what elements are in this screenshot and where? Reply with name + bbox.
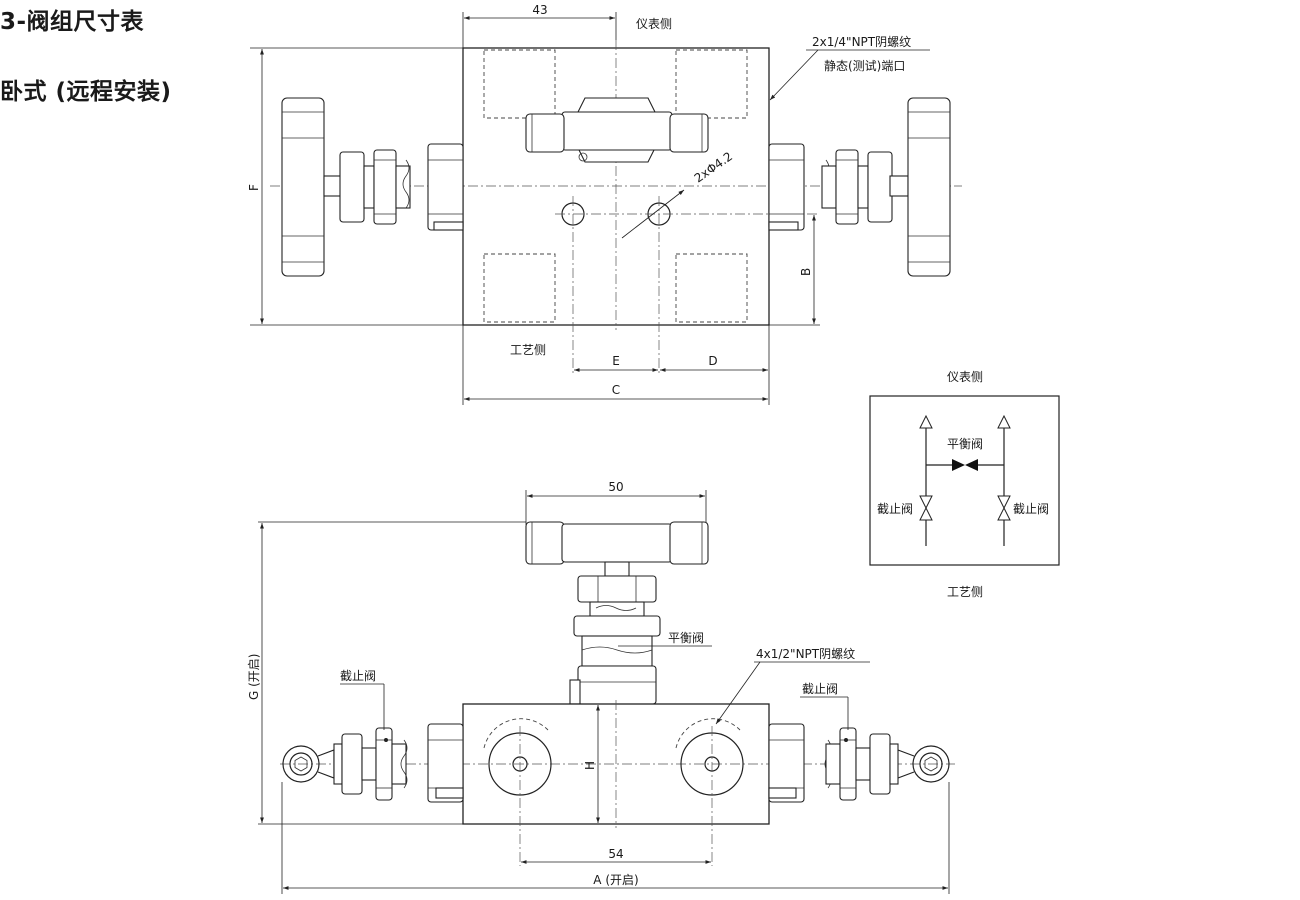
schematic-stop-valve-left xyxy=(919,495,933,521)
schematic-stop-label-left: 截止阀 xyxy=(877,502,913,516)
stop-valve-right-top xyxy=(768,97,951,277)
front-view: 50 平衡阀 xyxy=(247,480,955,894)
dim-C-label: C xyxy=(612,383,620,397)
top-view: 43 仪表侧 2x1/4"NPT阴螺纹 静态(测试)端口 2xΦ4.2 F B … xyxy=(247,3,962,405)
instrument-side-label-top: 仪表侧 xyxy=(636,17,672,31)
schematic-stop-valve-right xyxy=(997,495,1011,521)
balance-valve-front xyxy=(525,521,709,705)
balance-valve-label-front: 平衡阀 xyxy=(668,631,704,645)
bore-top-left xyxy=(483,49,556,119)
dim-54-label: 54 xyxy=(608,847,623,861)
dim-B-label: B xyxy=(799,268,813,276)
callout-arrow-npt-front xyxy=(715,661,761,725)
schematic-balance-label: 平衡阀 xyxy=(947,437,983,451)
stop-valve-left-front xyxy=(282,723,464,803)
hole-callout-leader xyxy=(621,189,685,239)
page-subtitle: 卧式 (远程安装) xyxy=(0,79,172,105)
dim-G-label: G (开启) xyxy=(247,654,261,700)
bore-bottom-right xyxy=(675,253,748,323)
balance-valve-top xyxy=(525,97,709,163)
schematic-process-side: 工艺侧 xyxy=(947,585,983,599)
dim-E-label: E xyxy=(612,354,620,368)
stop-valve-left-top xyxy=(281,97,464,277)
thread-callout-front: 4x1/2"NPT阴螺纹 xyxy=(756,647,855,661)
schematic-balance-valve-right xyxy=(965,459,978,471)
process-side-label-top: 工艺侧 xyxy=(510,343,546,357)
stop-valve-label-right: 截止阀 xyxy=(802,682,838,696)
callout-arrow-npt-top xyxy=(769,49,819,101)
bore-bottom-left xyxy=(483,253,556,323)
dim-A-label: A (开启) xyxy=(593,873,638,887)
schematic-frame xyxy=(869,395,1060,566)
stop-valve-right-front xyxy=(768,723,950,803)
dim-F-label: F xyxy=(247,184,261,191)
port-callout-top: 静态(测试)端口 xyxy=(824,58,905,73)
flow-schematic: 仪表侧 平衡阀 截止阀 截止阀 工艺侧 xyxy=(869,370,1060,599)
page-title: 3-阀组尺寸表 xyxy=(0,9,145,35)
dim-50-label: 50 xyxy=(608,480,623,494)
schematic-stop-label-right: 截止阀 xyxy=(1013,502,1049,516)
dim-D-label: D xyxy=(708,354,717,368)
bore-top-right xyxy=(675,49,748,119)
dim-43-label: 43 xyxy=(532,3,547,17)
schematic-balance-valve-left xyxy=(952,459,965,471)
schematic-instrument-side: 仪表侧 xyxy=(947,370,983,384)
thread-callout-top: 2x1/4"NPT阴螺纹 xyxy=(812,35,911,49)
stop-valve-label-left: 截止阀 xyxy=(340,669,376,683)
dim-H-label: H xyxy=(583,761,597,770)
